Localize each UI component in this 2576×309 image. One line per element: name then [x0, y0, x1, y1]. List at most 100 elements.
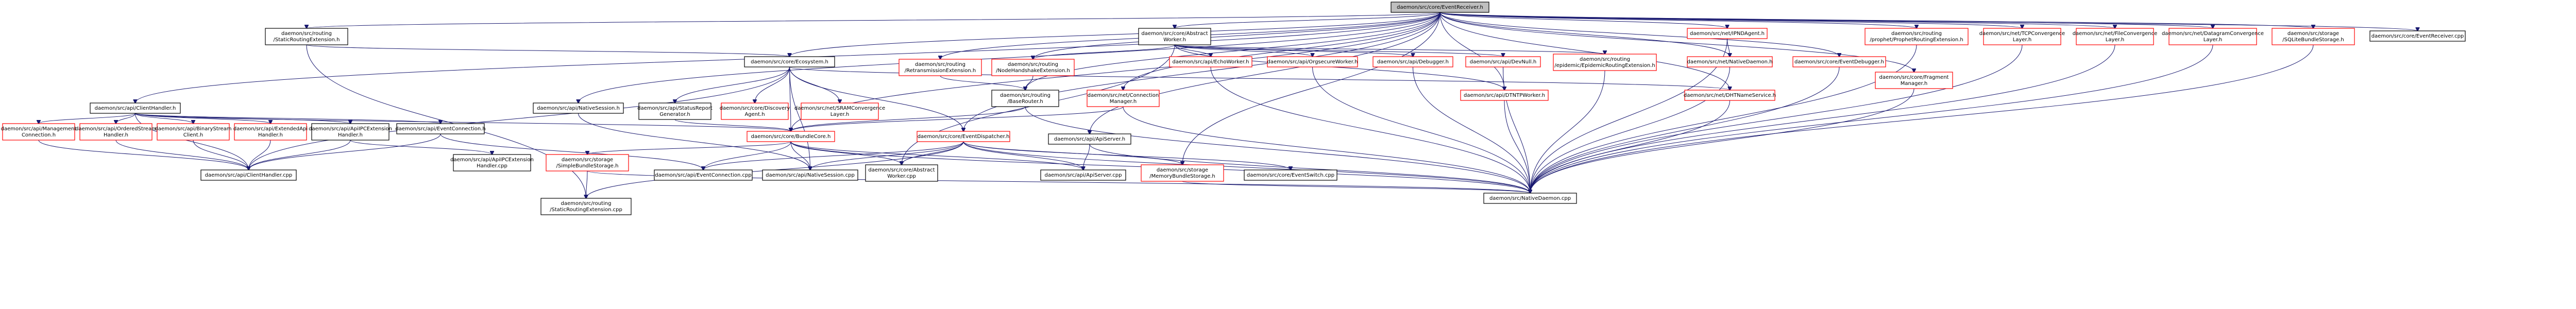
- node-api-apiserver-h[interactable]: daemon/src/api/ApiServer.h: [1048, 133, 1131, 145]
- node-storage-simple[interactable]: daemon/src/storage/SimpleBundleStorage.h: [546, 154, 629, 171]
- node-core-eventdebugger[interactable]: daemon/src/core/EventDebugger.h: [1792, 56, 1886, 67]
- node-core-debugger[interactable]: daemon/src/api/Debugger.h: [1372, 56, 1453, 67]
- node-api-apiserver-cpp[interactable]: daemon/src/api/ApiServer.cpp: [1040, 169, 1126, 181]
- node-ilist-ClientHandler[interactable]: daemon/src/api/ClientHandler.h: [90, 102, 181, 114]
- node-api-clienthandler-cpp[interactable]: daemon/src/api/ClientHandler.cpp: [200, 169, 297, 181]
- edge-routing-baserouter-to-core-bundlecore: [791, 106, 1026, 131]
- edge-net-tcpconv-to-net-nativedaemon-cpp: [1530, 44, 2023, 193]
- node-box: [1040, 169, 1126, 181]
- node-routing-epidemic[interactable]: daemon/src/routing/epidemic/EpidemicRout…: [1553, 54, 1657, 71]
- node-label: Generator.h: [659, 112, 690, 117]
- node-label: Manager.h: [1901, 81, 1927, 87]
- node-api-apiipc-cpp[interactable]: daemon/src/api/ApiIPCExtensionHandler.cp…: [450, 154, 534, 171]
- edge-api-ordered-stream-to-api-clienthandler-cpp: [115, 140, 249, 170]
- node-box: [1792, 56, 1886, 67]
- node-api-event-conn[interactable]: daemon/src/api/EventConnection.h: [395, 123, 486, 134]
- node-label: daemon/src/api/OrderedStream: [75, 126, 157, 132]
- node-box: [1460, 90, 1549, 101]
- node-routing-static-ext[interactable]: daemon/src/routing/StaticRoutingExtensio…: [265, 28, 348, 45]
- node-box: [744, 56, 835, 67]
- edge-core-eventdispatcher-to-api-nativesession-cpp: [810, 141, 964, 170]
- node-label: daemon/src/api/NativeSession.h: [537, 106, 620, 111]
- node-box: [1553, 54, 1657, 71]
- node-storage-sqlite[interactable]: daemon/src/storage/SQLiteBundleStorage.h: [2272, 28, 2355, 45]
- node-core-bundlecore[interactable]: daemon/src/core/BundleCore.h: [747, 131, 835, 142]
- node-api-nativesession-cpp[interactable]: daemon/src/api/NativeSession.cpp: [762, 169, 858, 181]
- node-net-dhtnameservice[interactable]: daemon/src/net/DHTNameService.h: [1684, 90, 1776, 101]
- node-label: daemon/src/api/Management: [1, 126, 77, 132]
- node-core-ecosystem[interactable]: daemon/src/core/Ecosystem.h: [744, 56, 835, 67]
- node-label: daemon/src/routing: [915, 62, 965, 67]
- node-net-datagram[interactable]: daemon/src/net/DatagramConvergenceLayer.…: [2162, 28, 2264, 45]
- node-label: daemon/src/routing: [281, 31, 332, 37]
- node-net-nativedaemon-cpp[interactable]: daemon/src/NativeDaemon.cpp: [1483, 193, 1577, 204]
- edge-core-eventdispatcher-to-api-apiserver-cpp: [963, 141, 1083, 170]
- edge-core-bundlecore-to-storage-simple: [587, 141, 791, 154]
- node-api-devnull[interactable]: daemon/src/api/DevNull.h: [1465, 56, 1541, 67]
- edge-api-event-conn-to-api-eventconn-cpp: [440, 133, 703, 170]
- edge-core-ecosystem-to-net-sram-conv: [789, 66, 840, 103]
- node-label: daemon/src/core/EventSwitch.cpp: [1247, 173, 1334, 178]
- node-box: [865, 164, 938, 182]
- node-net-ipndagent[interactable]: daemon/src/net/IPNDAgent.h: [1687, 28, 1768, 39]
- node-storage-memory[interactable]: daemon/src/storage/MemoryBundleStorage.h: [1141, 164, 1224, 182]
- node-api-eventconn-cpp[interactable]: daemon/src/api/EventConnection.cpp: [654, 169, 753, 181]
- edge-core-bundlecore-to-core-abstractworker-cpp: [790, 141, 902, 165]
- edge-api-extendedapi-to-api-clienthandler-cpp: [249, 140, 271, 170]
- node-box: [638, 102, 711, 120]
- edge-node-root-to-storage-memory: [1182, 12, 1440, 165]
- edge-node-root-to-net-datagram: [1439, 12, 2213, 28]
- node-label: daemon/src/api/Debugger.h: [1377, 59, 1449, 65]
- node-label: daemon/src/api/BinaryStream: [155, 126, 231, 132]
- node-core-eventreceiver-cpp[interactable]: daemon/src/core/EventReceiver.cpp: [2369, 30, 2466, 42]
- node-label: daemon/src/net/SRAMConvergence: [794, 106, 885, 111]
- node-label: Agent.h: [744, 112, 765, 117]
- node-box: [453, 154, 531, 171]
- edge-node-root-to-net-tcpconv: [1439, 12, 2022, 28]
- node-label: daemon/src/core/Ecosystem.h: [751, 59, 828, 65]
- edge-core-bundlecore-to-api-eventconn-cpp: [703, 141, 791, 170]
- node-net-natdaemon[interactable]: daemon/src/net/NativeDaemon.h: [1687, 56, 1773, 67]
- node-api-nativesession[interactable]: daemon/src/api/NativeSession.h: [533, 102, 624, 114]
- edge-node-root-to-net-dtntpworker: [1439, 12, 1504, 90]
- node-routing-static-cpp[interactable]: daemon/src/routing/StaticRoutingExtensio…: [540, 198, 632, 215]
- node-core-eventdispatcher[interactable]: daemon/src/core/EventDispatcher.h: [917, 131, 1010, 142]
- edge-api-devnull-to-net-nativedaemon-cpp: [1503, 66, 1531, 193]
- edge-node-root-to-routing-prophet: [1439, 12, 1917, 28]
- node-box: [540, 198, 632, 215]
- node-box: [747, 131, 835, 142]
- node-core-eventswitch-cpp[interactable]: daemon/src/core/EventSwitch.cpp: [1244, 169, 1337, 181]
- node-node-root[interactable]: daemon/src/core/EventReceiver.h: [1391, 2, 1489, 13]
- node-label: daemon/src/api/ApiServer.cpp: [1045, 173, 1122, 178]
- node-net-dtntpworker[interactable]: daemon/src/api/DTNTPWorker.h: [1460, 90, 1549, 101]
- node-api-orgsecureworker[interactable]: daemon/src/api/OrgsecureWorker.h: [1267, 56, 1358, 67]
- node-label: Layer.h: [831, 112, 849, 117]
- node-routing-prophet[interactable]: daemon/src/routing/prophet/ProphetRoutin…: [1865, 28, 1969, 45]
- node-routing-prophet-ext[interactable]: daemon/src/routing/RetransmissionExtensi…: [899, 59, 982, 76]
- node-label: /SimpleBundleStorage.h: [556, 163, 619, 169]
- node-box: [396, 123, 485, 134]
- edge-routing-baserouter-to-net-nativedaemon-cpp: [1025, 106, 1530, 193]
- node-label: daemon/src/routing: [1000, 93, 1050, 98]
- node-box: [265, 28, 348, 45]
- node-routing-baserouter[interactable]: daemon/src/routing/BaseRouter.h: [991, 90, 1059, 107]
- node-api-echoworker[interactable]: daemon/src/api/EchoWorker.h: [1169, 56, 1252, 67]
- node-label: Layer.h: [2013, 37, 2031, 43]
- edge-net-dhtnameservice-to-net-nativedaemon-cpp: [1530, 100, 1730, 193]
- node-routing-nodehandshake[interactable]: daemon/src/routing/NodeHandshakeExtensio…: [991, 59, 1075, 76]
- node-box: [1141, 164, 1224, 182]
